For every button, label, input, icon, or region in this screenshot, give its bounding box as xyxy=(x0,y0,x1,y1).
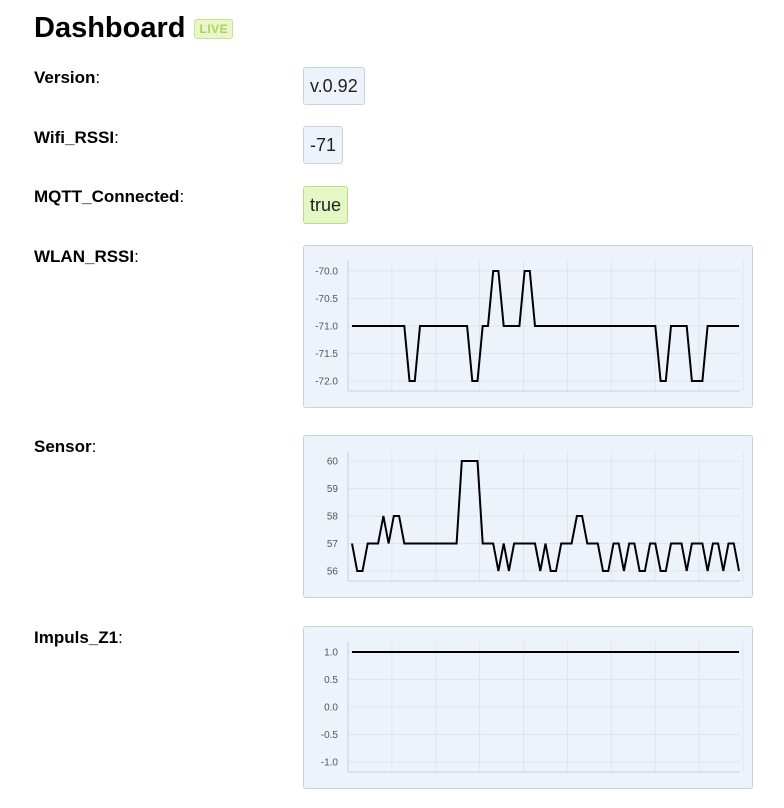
impuls-z1-chart: 1.0 0.5 0.0 -0.5 -1.0 xyxy=(303,626,753,789)
version-colon: : xyxy=(95,68,101,87)
mqtt-connected-label-row: MQTT_Connected: xyxy=(34,187,184,207)
y-tick-label: 59 xyxy=(327,484,339,495)
sensor-label-row: Sensor: xyxy=(34,437,96,457)
y-tick-label: 0.5 xyxy=(324,675,338,686)
y-tick-label: -70.0 xyxy=(315,267,338,278)
y-tick-label: 57 xyxy=(327,539,339,550)
dashboard-title: Dashboard xyxy=(34,12,186,44)
mqtt-connected-value: true xyxy=(303,186,349,224)
wifi-rssi-label: Wifi_RSSI xyxy=(34,128,115,147)
wlan-rssi-label: WLAN_RSSI xyxy=(34,247,135,266)
y-tick-label: -72.0 xyxy=(315,377,338,388)
page-title: Dashboard LIVE xyxy=(34,10,234,46)
wlan-rssi-chart-svg: -70.0 -70.5 -71.0 -71.5 -72.0 xyxy=(315,261,744,392)
live-badge: LIVE xyxy=(194,19,234,39)
impuls-z1-label-row: Impuls_Z1: xyxy=(34,628,123,648)
series-line xyxy=(352,270,739,382)
sensor-label: Sensor xyxy=(34,437,92,456)
mqtt-connected-label: MQTT_Connected xyxy=(34,187,180,206)
version-value: v.0.92 xyxy=(303,67,365,105)
y-tick-label: -70.5 xyxy=(315,294,338,305)
y-tick-label: 58 xyxy=(327,512,339,523)
series-line xyxy=(351,460,740,572)
sensor-colon: : xyxy=(91,437,97,456)
mqtt-connected-colon: : xyxy=(179,187,185,206)
wlan-rssi-chart: -70.0 -70.5 -71.0 -71.5 -72.0 xyxy=(303,245,753,408)
impuls-z1-label: Impuls_Z1 xyxy=(34,628,119,647)
impuls-z1-colon: : xyxy=(118,628,123,647)
sensor-chart-svg: 60 59 58 57 56 xyxy=(327,451,744,582)
y-tick-label: 0.0 xyxy=(324,703,338,714)
y-tick-label: -71.5 xyxy=(315,349,338,360)
impuls-z1-chart-svg: 1.0 0.5 0.0 -0.5 -1.0 xyxy=(321,642,744,773)
y-tick-label: 1.0 xyxy=(324,648,338,659)
wlan-rssi-label-row: WLAN_RSSI: xyxy=(34,247,139,267)
wifi-rssi-value: -71 xyxy=(303,126,344,164)
y-tick-label: 56 xyxy=(327,567,339,578)
y-tick-label: -71.0 xyxy=(315,322,338,333)
wlan-rssi-colon: : xyxy=(134,247,139,266)
version-label-row: Version: xyxy=(34,68,100,88)
wifi-rssi-label-row: Wifi_RSSI: xyxy=(34,128,119,148)
version-label: Version xyxy=(34,68,96,87)
y-tick-label: -1.0 xyxy=(321,758,339,769)
sensor-chart: 60 59 58 57 56 xyxy=(303,435,753,598)
wifi-rssi-colon: : xyxy=(114,128,119,147)
y-tick-label: -0.5 xyxy=(321,730,339,741)
y-tick-label: 60 xyxy=(327,457,339,468)
